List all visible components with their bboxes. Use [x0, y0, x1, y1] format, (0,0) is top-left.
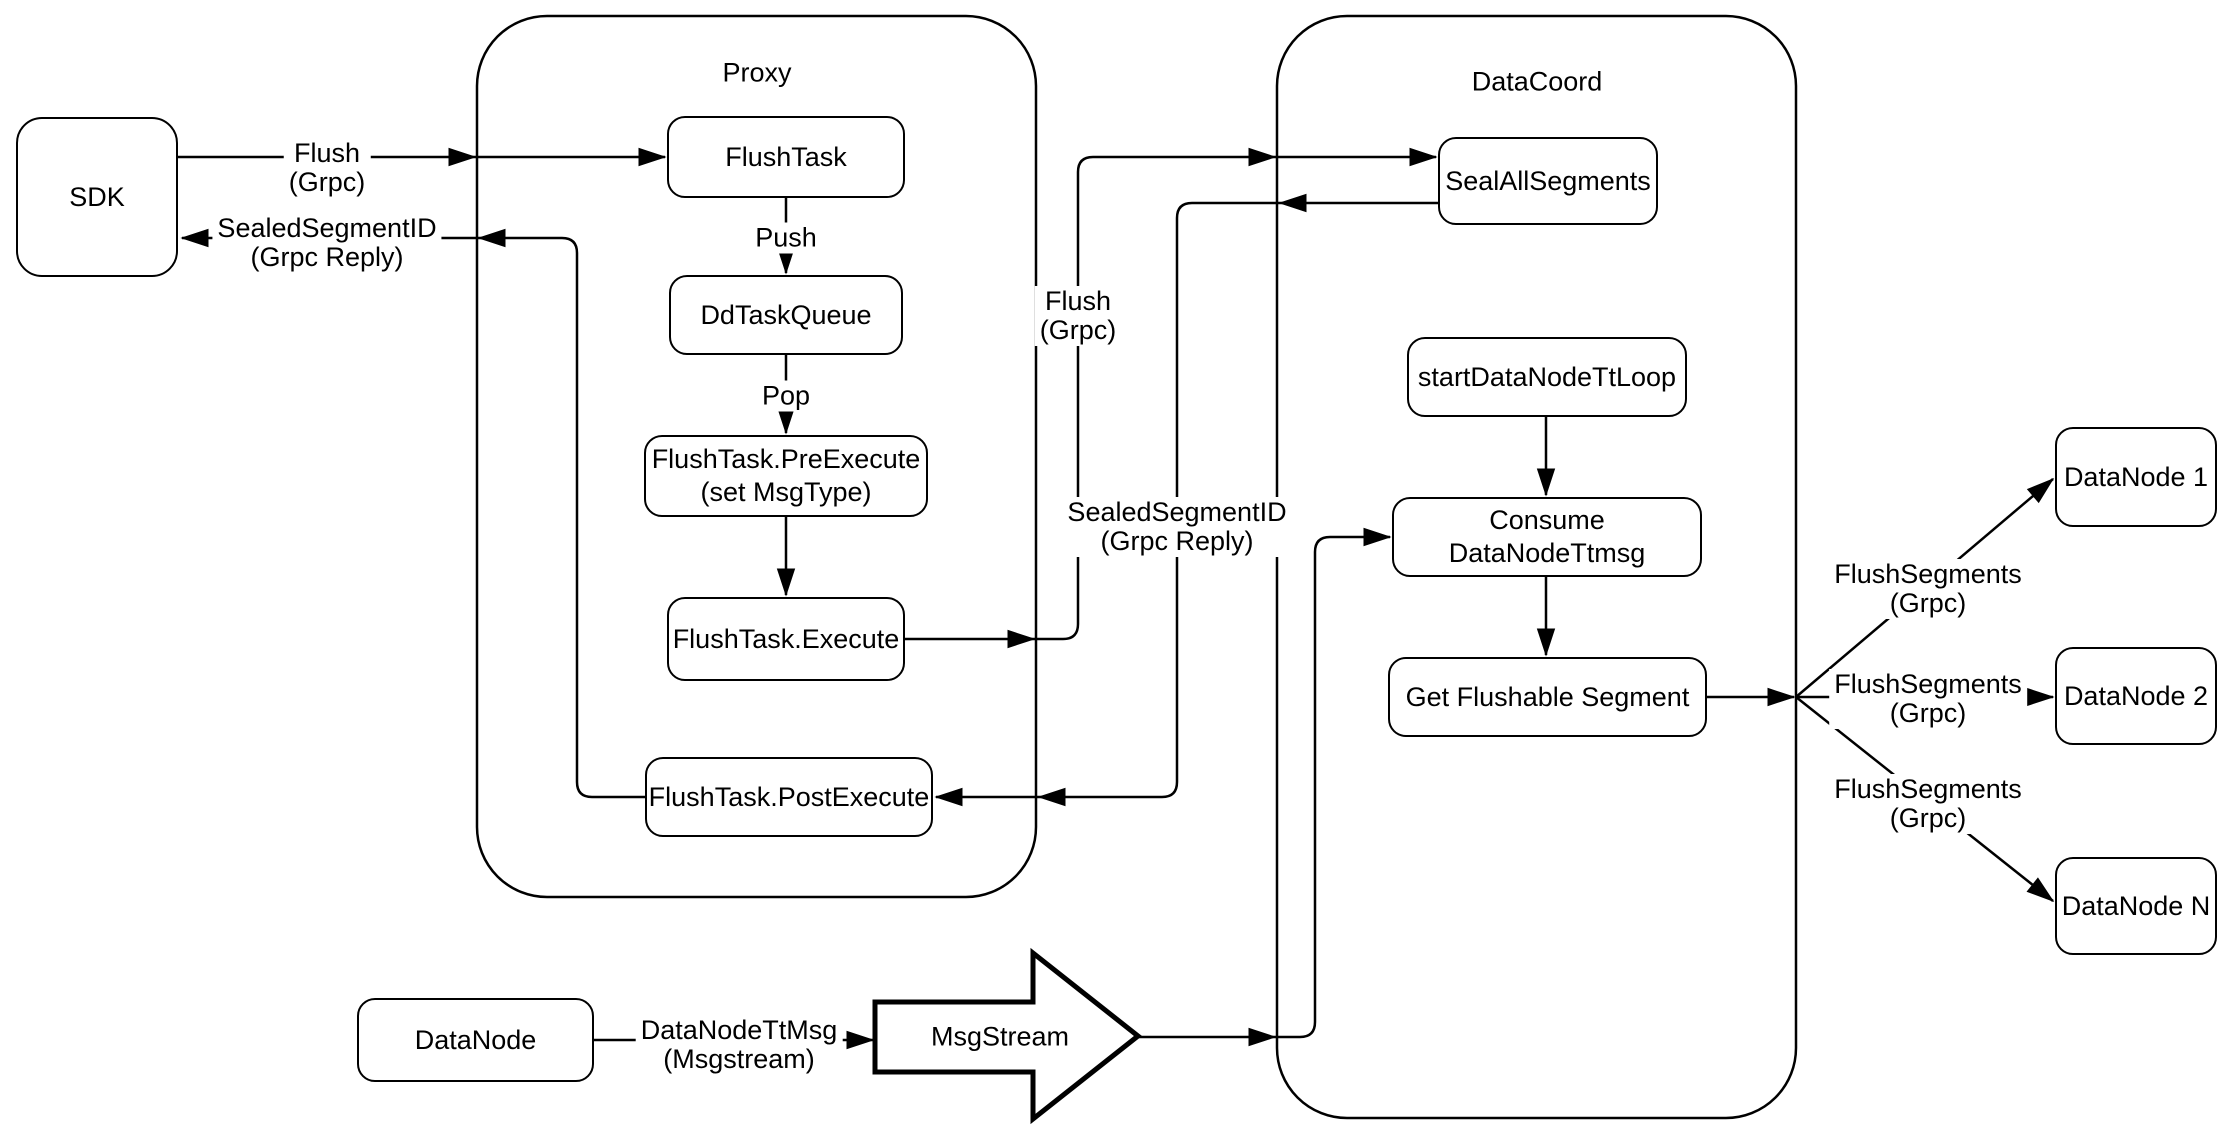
edge-label-sealedsegmentid-grpc-reply-mid: SealedSegmentID (Grpc Reply): [1062, 497, 1292, 557]
arrowhead-execute-to-sealallsegments-flush: [1409, 147, 1438, 167]
node-label-sdk: SDK: [69, 181, 125, 212]
arrowhead-datanode-to-msgstream: [846, 1030, 875, 1050]
arrowhead-sealallsegments-to-postexecute-reply: [934, 787, 963, 807]
node-flushtask: FlushTask: [667, 116, 905, 198]
node-label-datanode-n: DataNode N: [2061, 890, 2211, 921]
node-label-flushtask-preexecute: FlushTask.PreExecute (set MsgType): [651, 444, 921, 507]
node-startdatanodettloop: startDataNodeTtLoop: [1407, 337, 1687, 417]
edge-label-flushsegments-grpc-2: FlushSegments (Grpc): [1829, 669, 2027, 729]
edge-label-push: Push: [750, 222, 822, 254]
arrowhead-msgstream-to-consume: [1363, 527, 1392, 547]
arrowhead-consume-to-getflushable: [1536, 628, 1556, 657]
arrowhead-fan-to-datanode-2: [2026, 687, 2055, 707]
shape-msgstream: [872, 947, 1143, 1125]
edge-label-datanodettmsg-msgstream: DataNodeTtMsg (Msgstream): [635, 1015, 843, 1075]
node-flushtask-preexecute: FlushTask.PreExecute (set MsgType): [644, 435, 928, 517]
arrowhead-sdk-to-flushtask-flush: [638, 147, 667, 167]
node-consume-datanodettmsg: Consume DataNodeTtmsg: [1392, 497, 1702, 577]
container-title-datacoord: DataCoord: [1471, 66, 1603, 97]
arrowhead-msgstream-to-consume: [1248, 1027, 1277, 1047]
arrowhead-preexecute-to-execute: [776, 568, 796, 597]
node-label-startdatanodettloop: startDataNodeTtLoop: [1417, 361, 1677, 392]
node-label-flushtask: FlushTask: [725, 141, 847, 172]
shape-label-msgstream: MsgStream: [930, 1021, 1070, 1052]
node-get-flushable-segment: Get Flushable Segment: [1388, 657, 1707, 737]
node-flushtask-postexecute: FlushTask.PostExecute: [645, 757, 933, 837]
node-flushtask-execute: FlushTask.Execute: [667, 597, 905, 681]
node-label-datanode-2: DataNode 2: [2063, 680, 2209, 711]
edge-label-flush-grpc-sdk: Flush (Grpc): [283, 138, 371, 198]
edge-postexecute-to-sdk-reply: [182, 236, 645, 799]
edge-execute-to-sealallsegments-flush: [905, 155, 1436, 641]
arrowhead-sdk-to-flushtask-flush: [448, 147, 477, 167]
arrowhead-sealallsegments-to-postexecute-reply: [1037, 787, 1066, 807]
arrowhead-startdatanodettloop-to-consume: [1536, 468, 1556, 497]
node-label-flushtask-execute: FlushTask.Execute: [672, 623, 900, 654]
node-sealallsegments: SealAllSegments: [1438, 137, 1658, 225]
edge-label-sealedsegmentid-grpc-reply-sdk: SealedSegmentID (Grpc Reply): [212, 213, 442, 273]
node-label-consume-datanodettmsg: Consume DataNodeTtmsg: [1448, 505, 1646, 568]
arrowhead-fan-to-datanode-1: [2026, 477, 2055, 504]
arrowhead-sealallsegments-to-postexecute-reply: [1278, 193, 1307, 213]
edge-msgstream-to-consume: [1138, 535, 1390, 1039]
node-datanode-2: DataNode 2: [2055, 647, 2217, 745]
node-datanode-1: DataNode 1: [2055, 427, 2217, 527]
node-label-get-flushable-segment: Get Flushable Segment: [1405, 681, 1690, 712]
edge-label-flushsegments-grpc-3: FlushSegments (Grpc): [1829, 774, 2027, 834]
arrowhead-postexecute-to-sdk-reply: [477, 228, 506, 248]
node-datanode: DataNode: [357, 998, 594, 1082]
edge-label-pop: Pop: [756, 380, 816, 412]
node-datanode-n: DataNode N: [2055, 857, 2217, 955]
arrowhead-execute-to-sealallsegments-flush: [1248, 147, 1277, 167]
edge-label-flushsegments-grpc-1: FlushSegments (Grpc): [1829, 559, 2027, 619]
node-label-flushtask-postexecute: FlushTask.PostExecute: [648, 781, 930, 812]
node-ddtaskqueue: DdTaskQueue: [669, 275, 903, 355]
node-label-ddtaskqueue: DdTaskQueue: [700, 299, 872, 330]
node-sdk: SDK: [16, 117, 178, 277]
node-label-datanode: DataNode: [414, 1024, 537, 1055]
container-title-proxy: Proxy: [722, 57, 792, 88]
arrowhead-execute-to-sealallsegments-flush: [1007, 629, 1036, 649]
node-label-sealallsegments: SealAllSegments: [1445, 165, 1651, 196]
arrowhead-fan-to-datanode-n: [2026, 877, 2055, 902]
node-label-datanode-1: DataNode 1: [2063, 461, 2209, 492]
edge-label-flush-grpc-mid: Flush (Grpc): [1034, 286, 1122, 346]
arrowhead-postexecute-to-sdk-reply: [180, 228, 209, 248]
arrowhead-getflushable-to-datacoord-edge: [1767, 687, 1796, 707]
